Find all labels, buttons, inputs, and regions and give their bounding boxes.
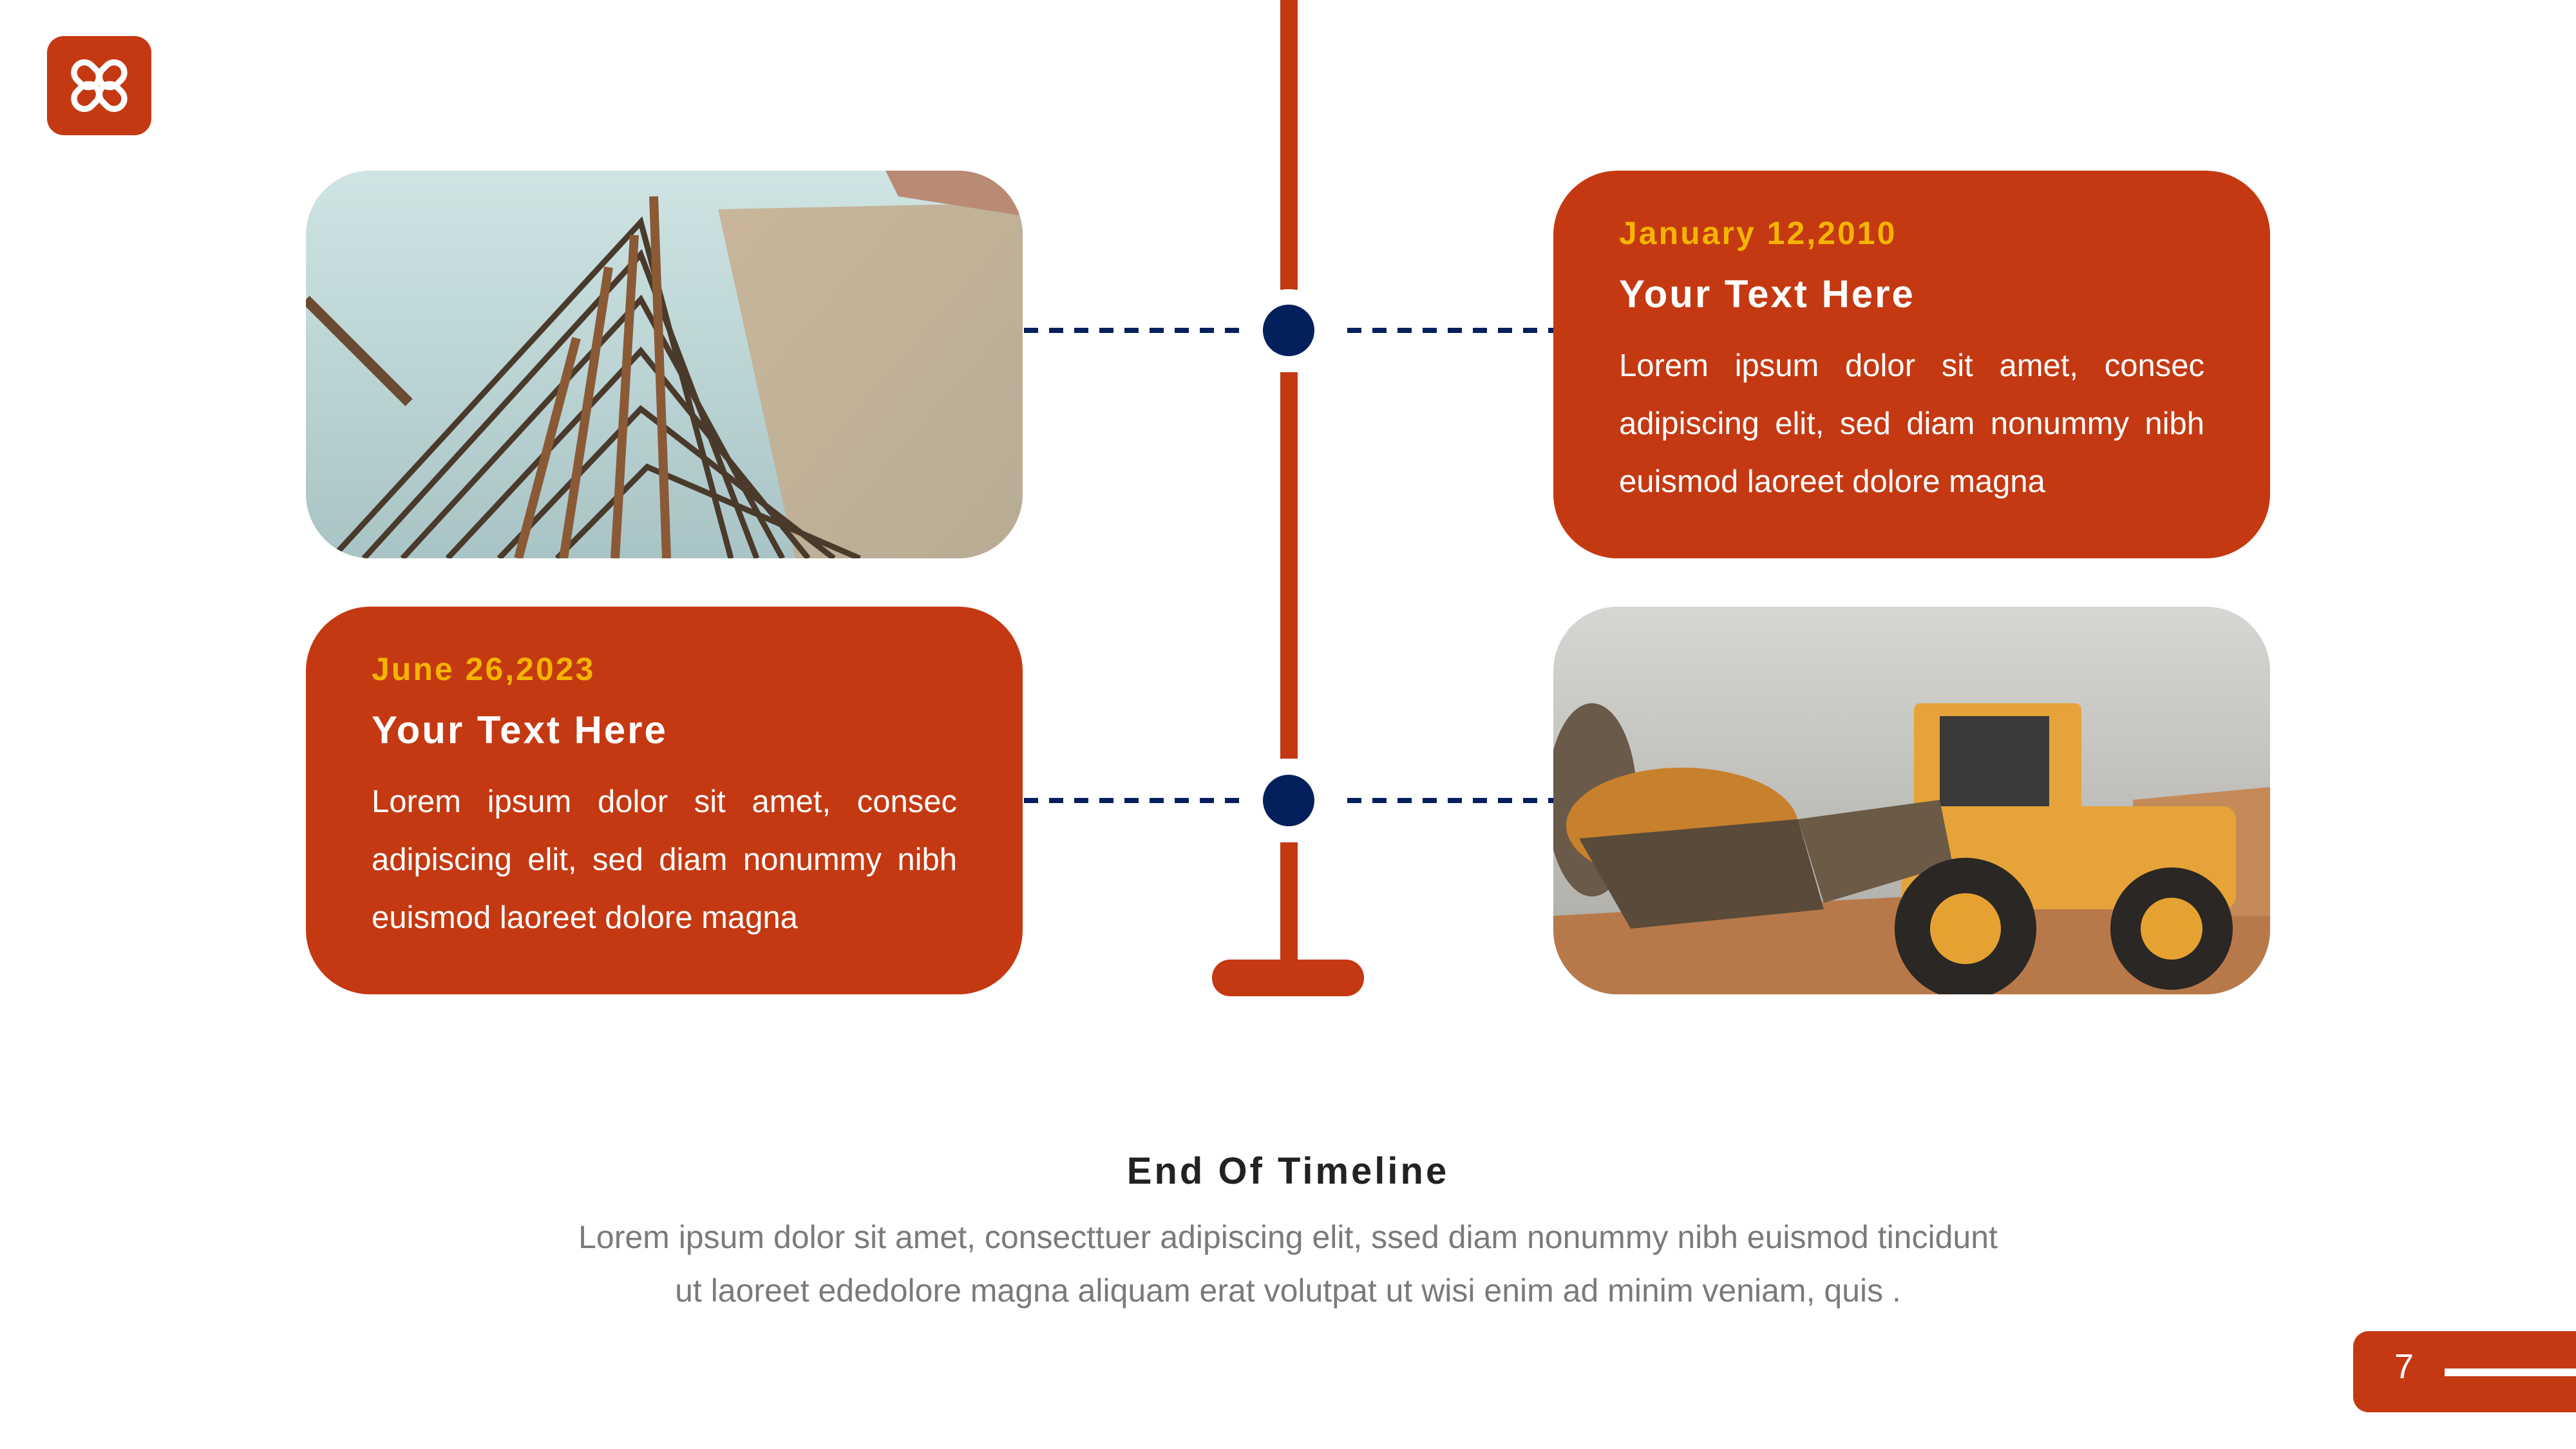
- rebar-steel-construction-photo: [306, 171, 1023, 558]
- timeline-dot-1: [1263, 305, 1314, 356]
- connector-dashed-left-2: [1024, 798, 1261, 803]
- timeline-spine-middle: [1280, 372, 1298, 759]
- timeline-date: January 12,2010: [1619, 215, 1897, 251]
- page-number-badge: 7: [2353, 1331, 2576, 1412]
- connector-dashed-right-1: [1347, 328, 1553, 333]
- timeline-date: June 26,2023: [372, 651, 596, 687]
- wheel-loader-excavator-photo: [1553, 607, 2270, 994]
- timeline-base: [1212, 960, 1364, 996]
- logo: [47, 36, 151, 135]
- page-number: 7: [2394, 1347, 2414, 1386]
- page-line-decoration: [2445, 1368, 2576, 1376]
- timeline-card-1: January 12,2010 Your Text Here Lorem ips…: [1553, 171, 2270, 558]
- timeline-title: Your Text Here: [1619, 272, 1915, 316]
- description-line-1: Lorem ipsum dolor sit amet, consecttuer …: [578, 1219, 1998, 1255]
- timeline-dot-2: [1263, 775, 1314, 826]
- connector-dashed-right-2: [1347, 798, 1553, 803]
- timeline-description: Lorem ipsum dolor sit amet, consec adipi…: [372, 784, 957, 935]
- section-title: End Of Timeline: [1126, 1150, 1450, 1192]
- section-description: Lorem ipsum dolor sit amet, consecttuer …: [489, 1211, 2087, 1318]
- timeline-spine-top: [1280, 0, 1298, 290]
- four-petal-knot-logo-icon: [71, 59, 128, 112]
- timeline-description: Lorem ipsum dolor sit amet, consec adipi…: [1619, 348, 2204, 499]
- timeline-spine-bottom: [1280, 842, 1298, 965]
- connector-dashed-left-1: [1024, 328, 1261, 333]
- timeline-title: Your Text Here: [372, 708, 668, 752]
- description-line-2: ut laoreet ededolore magna aliquam erat …: [675, 1273, 1901, 1309]
- timeline-card-2: June 26,2023 Your Text Here Lorem ipsum …: [306, 607, 1023, 994]
